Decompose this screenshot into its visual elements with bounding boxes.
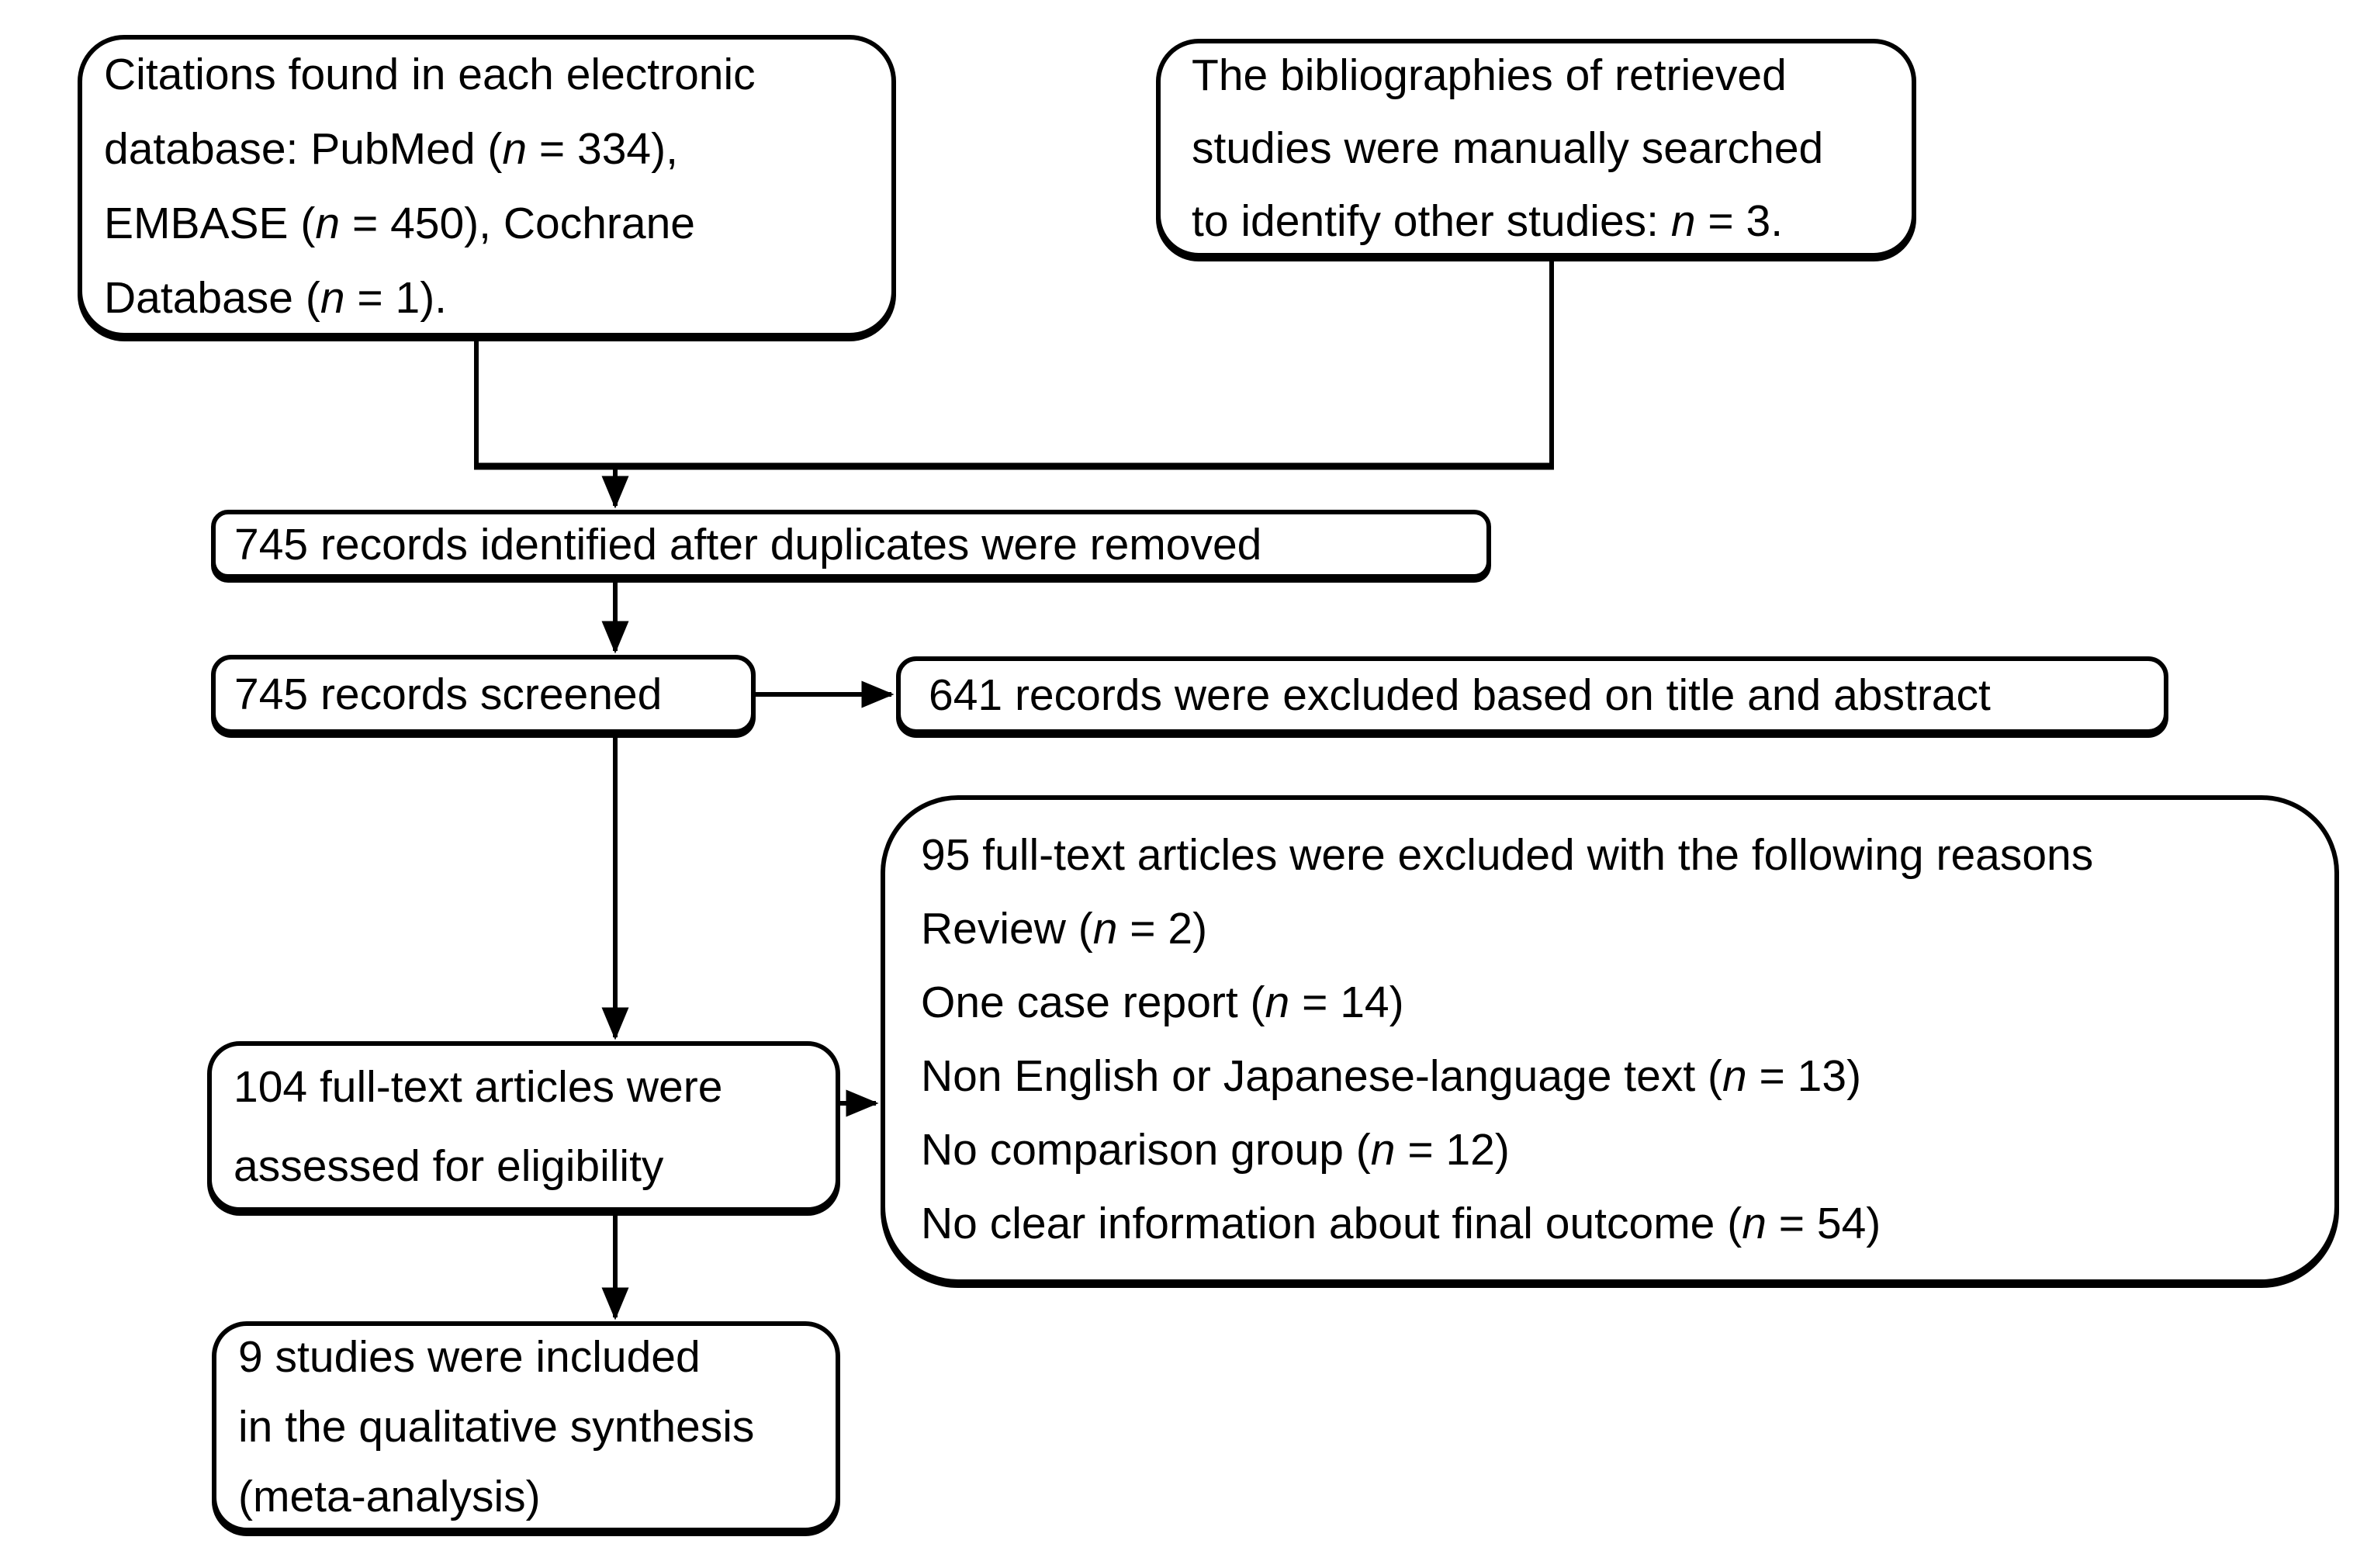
text-line: (meta-analysis) [238,1472,541,1521]
text-line: database: PubMed (n = 334), [104,124,678,174]
text-line: EMBASE (n = 450), Cochrane [104,199,695,248]
text-line: studies were manually searched [1192,123,1824,173]
text-line: The bibliographies of retrieved [1192,50,1787,100]
text-line: Review (n = 2) [921,904,1208,954]
box-records-excluded-title-abstract: 641 records were excluded based on title… [896,656,2168,734]
text-line: in the qualitative synthesis [238,1402,755,1452]
box-fulltext-excluded-reasons: 95 full-text articles were excluded with… [881,795,2339,1284]
text-line: Citations found in each electronic [104,50,756,99]
text-line: 745 records screened [234,670,663,719]
text-line: to identify other studies: n = 3. [1192,196,1784,246]
text-line: 95 full-text articles were excluded with… [921,830,2094,880]
box-studies-included: 9 studies were included in the qualitati… [212,1321,840,1532]
text-line: Non English or Japanese-language text (n… [921,1051,1862,1101]
box-fulltext-assessed: 104 full-text articles were assessed for… [207,1041,840,1212]
text-line: 641 records were excluded based on title… [929,670,1991,720]
box-manual-bibliography-search: The bibliographies of retrieved studies … [1156,39,1916,258]
text-line: No clear information about final outcome… [921,1199,1881,1248]
text-line: One case report (n = 14) [921,978,1404,1027]
box-citations-databases: Citations found in each electronic datab… [78,35,896,337]
text-line: assessed for eligibility [234,1141,664,1191]
text-line: No comparison group (n = 12) [921,1125,1510,1175]
text-line: 745 records identified after duplicates … [234,519,1262,569]
text-line: Database (n = 1). [104,273,448,323]
text-line: 9 studies were included [238,1332,701,1382]
box-records-identified: 745 records identified after duplicates … [211,510,1491,579]
box-records-screened: 745 records screened [211,655,756,734]
text-line: 104 full-text articles were [234,1062,723,1112]
